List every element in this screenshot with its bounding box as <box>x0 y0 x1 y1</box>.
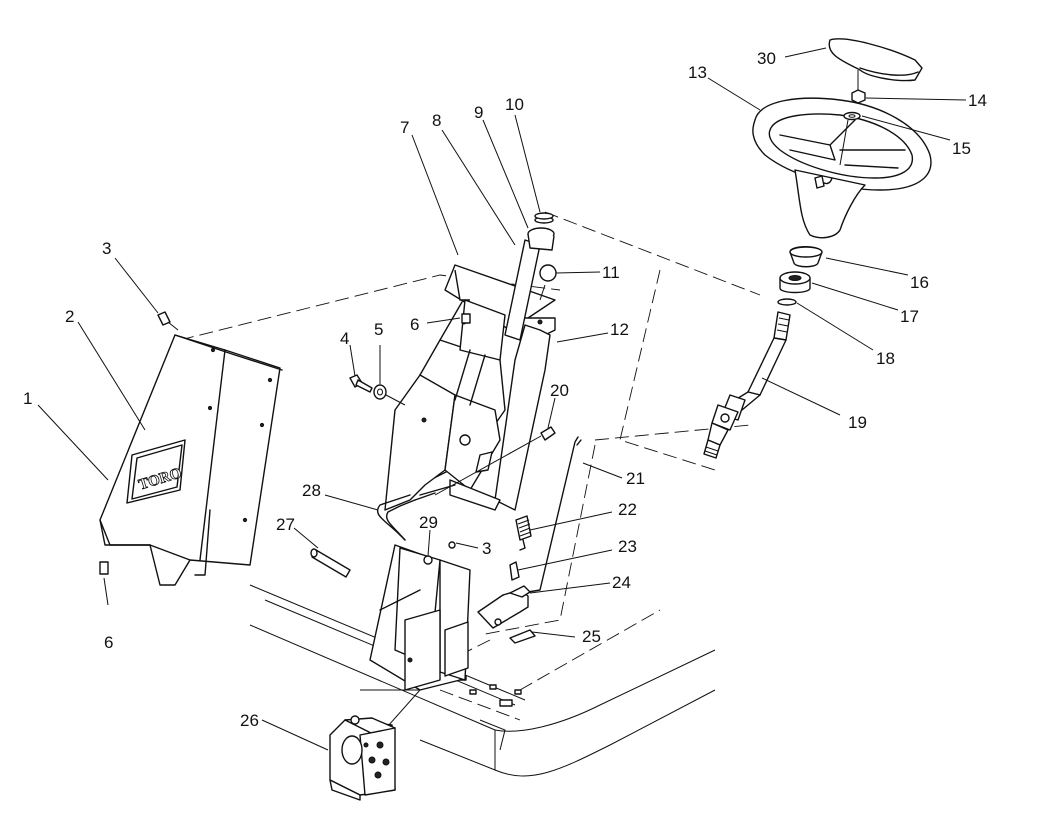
tension-spring <box>515 515 532 551</box>
callout-11: 11 <box>602 263 620 282</box>
callout-9: 9 <box>474 103 483 122</box>
lock-lever-tab <box>509 629 536 644</box>
steering-bracket <box>384 264 556 511</box>
callout-1: 1 <box>23 389 32 408</box>
callout-17: 17 <box>900 307 919 326</box>
callout-13: 13 <box>688 63 707 82</box>
tilt-handle <box>376 494 416 541</box>
steering-shaft <box>703 311 791 459</box>
callout-2: 2 <box>65 307 74 326</box>
leader-lines <box>37 47 967 751</box>
callout-28: 28 <box>302 481 321 500</box>
callout-26: 26 <box>240 711 259 730</box>
callout-3b: 3 <box>482 539 491 558</box>
toro-logo-plate <box>126 439 186 504</box>
bolt-upper <box>157 311 179 331</box>
callout-6b: 6 <box>104 633 113 652</box>
lock-rod <box>527 436 582 593</box>
lock-handle <box>477 585 531 629</box>
steering-wheel <box>752 97 932 239</box>
ball-knob <box>539 264 557 301</box>
callout-16: 16 <box>910 273 929 292</box>
callout-labels: 1 2 3 3 4 5 6 6 7 8 9 10 11 12 13 14 15 … <box>23 49 987 730</box>
callout-23: 23 <box>618 537 637 556</box>
callout-22: 22 <box>618 500 637 519</box>
bearing <box>779 271 811 294</box>
hinge-pin <box>310 548 351 578</box>
callout-4: 4 <box>340 329 349 348</box>
callout-3a: 3 <box>102 239 111 258</box>
callout-12: 12 <box>610 320 629 339</box>
callout-25: 25 <box>582 627 601 646</box>
callout-14: 14 <box>968 91 987 110</box>
steering-valve <box>329 689 422 801</box>
steering-tube <box>504 212 555 341</box>
wheel-cap <box>828 38 923 82</box>
clevis-pin <box>509 561 520 581</box>
callout-24: 24 <box>612 573 631 592</box>
callout-21: 21 <box>626 469 645 488</box>
wheel-nut <box>851 70 866 104</box>
callout-30: 30 <box>757 49 776 68</box>
callout-27: 27 <box>276 515 295 534</box>
pivot-pin <box>434 426 556 496</box>
callout-18: 18 <box>876 349 895 368</box>
callout-7: 7 <box>400 118 409 137</box>
callout-10: 10 <box>505 95 524 114</box>
cover-panel: TORO <box>99 334 283 586</box>
bolt-and-washer <box>349 374 406 406</box>
lower-mount-bracket <box>369 541 471 691</box>
bearing-cup <box>789 246 823 268</box>
callout-19: 19 <box>848 413 867 432</box>
callout-15: 15 <box>952 139 971 158</box>
wheel-washer <box>839 111 861 166</box>
callout-6a: 6 <box>410 315 419 334</box>
callout-20: 20 <box>550 381 569 400</box>
callout-5: 5 <box>374 320 383 339</box>
callout-29: 29 <box>419 513 438 532</box>
bushing-lower <box>99 561 109 575</box>
retaining-ring <box>777 298 797 306</box>
callout-8: 8 <box>432 111 441 130</box>
bushing-upper <box>461 313 471 324</box>
